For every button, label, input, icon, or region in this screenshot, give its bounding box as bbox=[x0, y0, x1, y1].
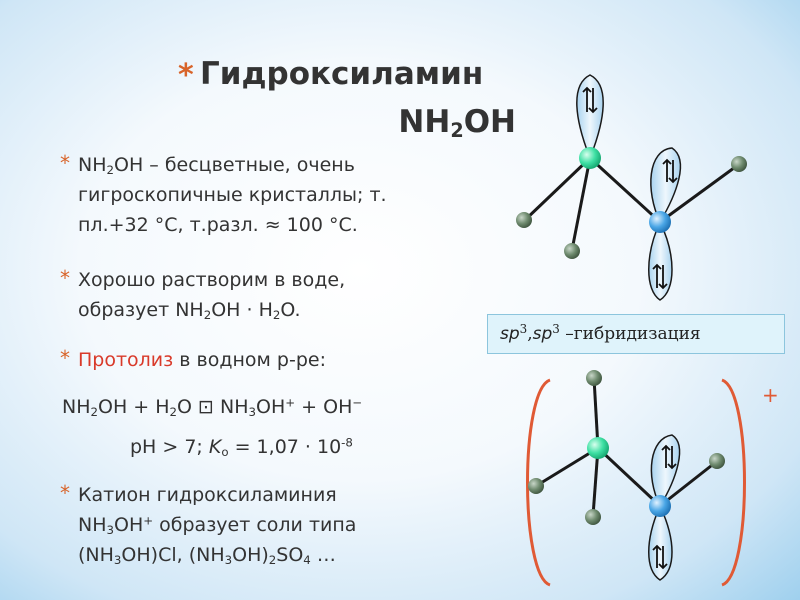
ion-charge: + bbox=[762, 383, 779, 407]
bullet-properties: * NH2OH – бесцветные, очень гигроскопичн… bbox=[60, 150, 387, 240]
lone-pair-orbital bbox=[648, 504, 673, 581]
oxygen-atom bbox=[649, 495, 671, 517]
electron-pair-arrows bbox=[652, 444, 677, 570]
bond bbox=[535, 377, 717, 517]
molecule-neutral bbox=[516, 74, 747, 301]
oxygen-atom bbox=[649, 211, 671, 233]
hydrogen-atom bbox=[586, 370, 602, 386]
hydrogen-atom bbox=[516, 212, 532, 228]
bullet-cation-line1: Катион гидроксиламиния bbox=[78, 484, 337, 506]
hydrogen-atom bbox=[564, 243, 580, 259]
bullet-star: * bbox=[60, 266, 70, 290]
title-formula: NH2OH bbox=[398, 104, 516, 142]
hydrogen-atom bbox=[585, 509, 601, 525]
molecule-cation: + bbox=[526, 370, 779, 587]
title-bullet-star: * bbox=[178, 58, 194, 93]
bullet-star: * bbox=[60, 151, 70, 175]
bullet-properties-line3: пл.+32 °С, т.разл. ≈ 100 °С. bbox=[78, 214, 358, 236]
protolysis-equation: NH2OH + H2O ⊡ NH3OH+ + OH− bbox=[62, 395, 363, 419]
hydrogen-atom bbox=[709, 453, 725, 469]
bullet-solubility: * Хорошо растворим в воде, образует NH2O… bbox=[60, 265, 346, 325]
hybridization-label: sp3,sp3 –гибридизация bbox=[487, 314, 785, 354]
electron-pair-arrows bbox=[582, 86, 678, 290]
bullet-solubility-line2: образует NH2OH · H2O. bbox=[78, 299, 301, 322]
nitrogen-atom bbox=[587, 437, 609, 459]
bullet-protolysis: * Протолиз в водном р-ре: bbox=[60, 345, 326, 375]
bullet-cation-line2: NH3OH+ образует соли типа bbox=[78, 513, 357, 537]
bullet-properties-line2: гигроскопичные кристаллы; т. bbox=[78, 184, 387, 206]
protolysis-highlight: Протолиз bbox=[78, 349, 174, 371]
bullet-properties-line1: NH2OH – бесцветные, очень bbox=[78, 154, 355, 177]
bullet-cation-line3: (NH3OH)Cl, (NH3OH)2SO4 … bbox=[78, 544, 336, 567]
lone-pair-orbital bbox=[576, 74, 604, 161]
hydrogen-atom bbox=[528, 478, 544, 494]
left-bracket bbox=[526, 378, 551, 587]
bond bbox=[523, 156, 739, 251]
title-line1: Гидроксиламин bbox=[200, 56, 484, 92]
nitrogen-atom bbox=[579, 147, 601, 169]
bullet-protolysis-line: Протолиз в водном р-ре: bbox=[78, 349, 326, 371]
bullet-cation: * Катион гидроксиламиния NH3OH+ образует… bbox=[60, 480, 357, 570]
bullet-solubility-line1: Хорошо растворим в воде, bbox=[78, 269, 346, 291]
bullet-star: * bbox=[60, 481, 70, 505]
lone-pair-orbital bbox=[648, 220, 673, 301]
right-bracket bbox=[721, 378, 746, 587]
hydrogen-atom bbox=[731, 156, 747, 172]
slide-title: * Гидроксиламин NH2OH bbox=[178, 50, 516, 146]
ph-constant-line: pH > 7; Ko = 1,07 · 10-8 bbox=[130, 435, 353, 459]
bullet-star: * bbox=[60, 346, 70, 370]
